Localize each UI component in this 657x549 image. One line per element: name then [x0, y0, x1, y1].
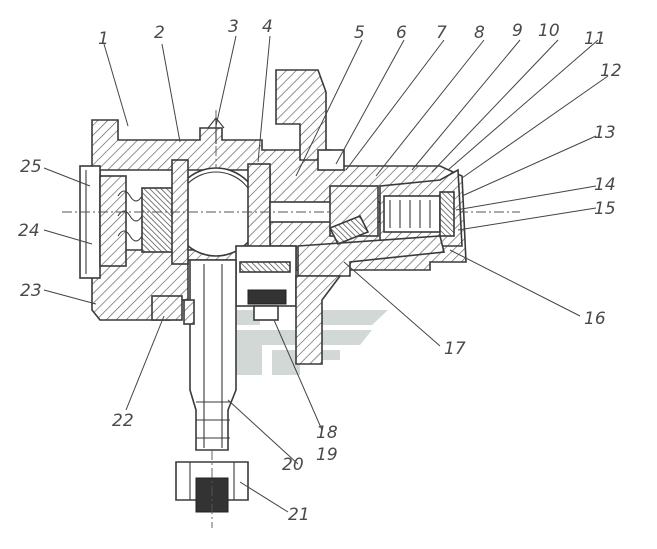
- callout-18: 18: [316, 423, 338, 443]
- callout-8: 8: [474, 23, 485, 43]
- union-nut: [175, 450, 249, 528]
- callout-11: 11: [584, 29, 606, 49]
- callout-9: 9: [512, 21, 523, 41]
- callout-10: 10: [538, 21, 560, 41]
- callout-13: 13: [594, 123, 616, 143]
- callout-15: 15: [594, 199, 616, 219]
- callout-4: 4: [262, 17, 273, 37]
- callout-labels: 1 2 3 4 5 6 7 8 9 10 11 12 13 14 15 16 1…: [18, 17, 622, 525]
- callout-3: 3: [228, 17, 239, 37]
- callout-7: 7: [436, 23, 447, 43]
- callout-6: 6: [396, 23, 407, 43]
- inclined-lever: [297, 214, 445, 277]
- callout-5: 5: [354, 23, 365, 43]
- callout-21: 21: [288, 505, 310, 525]
- callout-2: 2: [154, 23, 165, 43]
- plunger-assembly: [379, 168, 463, 247]
- callout-1: 1: [98, 29, 109, 49]
- callout-22: 22: [112, 411, 134, 431]
- callout-20: 20: [282, 455, 304, 475]
- callout-17: 17: [444, 339, 466, 359]
- lower-bracket: [235, 245, 342, 365]
- callout-16: 16: [584, 309, 606, 329]
- callout-12: 12: [600, 61, 622, 81]
- end-cover: [79, 165, 127, 279]
- callout-24: 24: [18, 221, 40, 241]
- mounting-boss: [151, 295, 183, 321]
- callout-23: 23: [20, 281, 42, 301]
- flange-lever: [275, 69, 345, 171]
- outlet-pipe: [183, 259, 237, 451]
- callout-25: 25: [20, 157, 42, 177]
- callout-19: 19: [316, 445, 338, 465]
- callout-14: 14: [594, 175, 616, 195]
- leader-lines: [43, 35, 609, 513]
